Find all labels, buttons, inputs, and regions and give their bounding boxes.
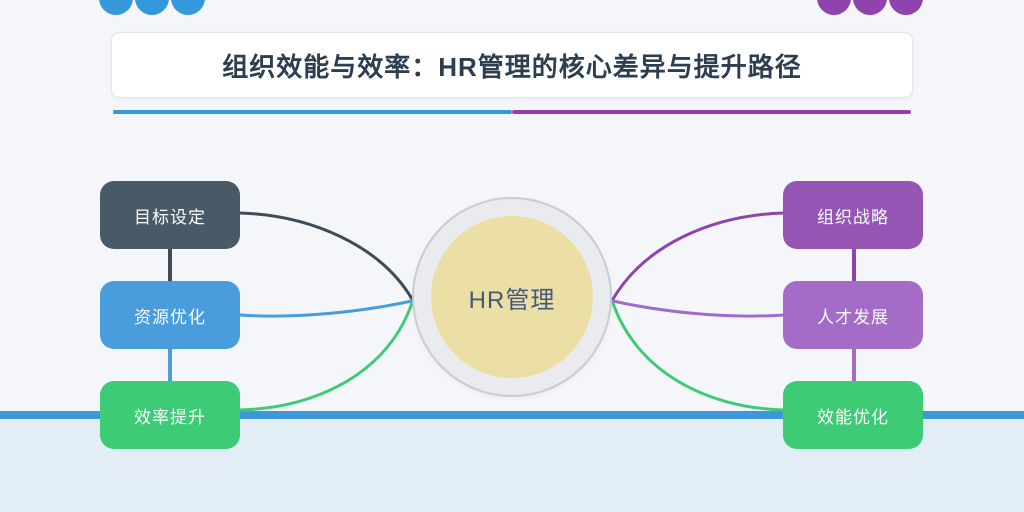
decor-dot-icon <box>135 0 169 15</box>
link-talent-to-center <box>611 299 786 318</box>
title-underline-blue <box>113 110 512 114</box>
node-label: 效率提升 <box>134 407 206 427</box>
node-effectiveness-optimization: 效能优化 <box>783 381 923 449</box>
center-node-label: HR管理 <box>468 286 556 314</box>
link-efficiency-to-center <box>238 301 414 412</box>
title-card: 组织效能与效率：HR管理的核心差异与提升路径 <box>111 32 913 98</box>
link-goal-to-center <box>238 211 414 301</box>
node-org-strategy: 组织战略 <box>783 181 923 249</box>
node-resource-optimization: 资源优化 <box>100 281 240 349</box>
title-underline-purple <box>512 110 911 114</box>
center-node: HR管理 <box>431 216 593 378</box>
center-node-ring: HR管理 <box>412 197 612 397</box>
node-label: 组织战略 <box>817 207 889 227</box>
decor-dot-icon <box>171 0 205 15</box>
decor-dot-icon <box>99 0 133 15</box>
node-goal-setting: 目标设定 <box>100 181 240 249</box>
node-talent-development: 人才发展 <box>783 281 923 349</box>
decor-dot-icon <box>817 0 851 15</box>
node-label: 目标设定 <box>134 207 206 227</box>
link-strategy-to-center <box>611 211 786 301</box>
node-label: 效能优化 <box>817 407 889 427</box>
link-effectiveness-to-center <box>611 301 786 412</box>
node-label: 人才发展 <box>817 307 889 327</box>
decor-dot-icon <box>889 0 923 15</box>
node-label: 资源优化 <box>134 307 206 327</box>
decor-dot-icon <box>853 0 887 15</box>
page-title: 组织效能与效率：HR管理的核心差异与提升路径 <box>222 51 802 82</box>
link-resource-to-center <box>238 299 414 318</box>
node-efficiency-improvement: 效率提升 <box>100 381 240 449</box>
horizontal-accent-band <box>0 411 1024 419</box>
